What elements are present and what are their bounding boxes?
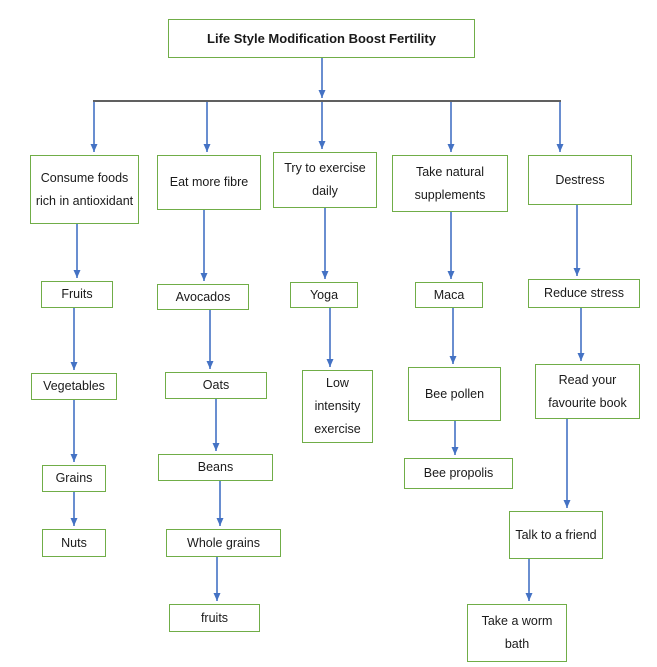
- node-eat-more-fibre: Eat more fibre: [157, 155, 261, 210]
- node-maca: Maca: [415, 282, 483, 308]
- node-take-a-worm-bath: Take a worm bath: [467, 604, 567, 662]
- node-fruits: Fruits: [41, 281, 113, 308]
- node-oats: Oats: [165, 372, 267, 399]
- node-talk-to-a-friend: Talk to a friend: [509, 511, 603, 559]
- node-destress: Destress: [528, 155, 632, 205]
- node-bee-pollen: Bee pollen: [408, 367, 501, 421]
- node-reduce-stress: Reduce stress: [528, 279, 640, 308]
- node-bee-propolis: Bee propolis: [404, 458, 513, 489]
- node-whole-grains: Whole grains: [166, 529, 281, 557]
- node-vegetables: Vegetables: [31, 373, 117, 400]
- node-fruits-2: fruits: [169, 604, 260, 632]
- node-avocados: Avocados: [157, 284, 249, 310]
- node-consume-foods-rich-in-antioxidant: Consume foods rich in antioxidant: [30, 155, 139, 224]
- node-take-natural-supplements: Take natural supplements: [392, 155, 508, 212]
- node-grains: Grains: [42, 465, 106, 492]
- node-low-intensity-exercise: Low intensity exercise: [302, 370, 373, 443]
- node-yoga: Yoga: [290, 282, 358, 308]
- node-read-your-favourite-book: Read your favourite book: [535, 364, 640, 419]
- node-beans: Beans: [158, 454, 273, 481]
- flowchart-root-title: Life Style Modification Boost Fertility: [168, 19, 475, 58]
- node-nuts: Nuts: [42, 529, 106, 557]
- node-try-to-exercise-daily: Try to exercise daily: [273, 152, 377, 208]
